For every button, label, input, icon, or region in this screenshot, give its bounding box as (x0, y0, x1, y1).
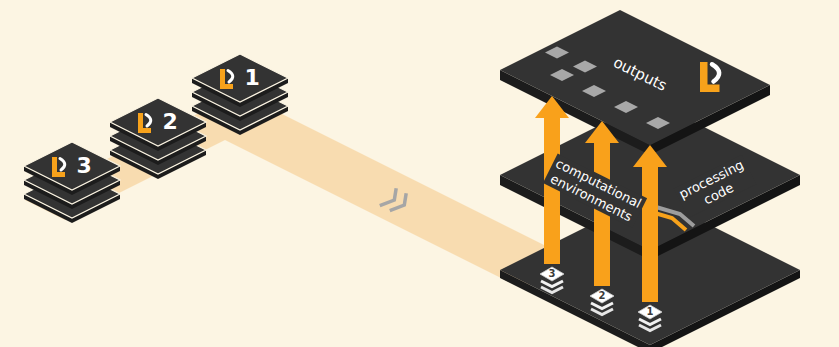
dataset-tile: 1 (243, 66, 262, 90)
flow-arrow (642, 167, 658, 302)
output-square (550, 69, 574, 81)
dataset-logo (220, 69, 233, 89)
outputs-slab (500, 10, 770, 145)
icon-layer (541, 281, 563, 287)
icon-layer (639, 319, 661, 325)
dataset-icon: 2 (589, 286, 615, 318)
outputs-logo (700, 62, 720, 92)
dataset-icon: 3 (539, 264, 565, 296)
icon-top (540, 267, 564, 281)
environment-layer: computational environments (543, 153, 647, 227)
layer-label: processing code (674, 154, 757, 218)
dataset-stack (110, 98, 206, 179)
dataset-number: 1 (637, 306, 663, 318)
icon-top (590, 289, 614, 303)
dataset-number: 2 (589, 290, 615, 302)
output-square (646, 117, 670, 129)
dataset-stack (192, 54, 288, 135)
output-square (614, 101, 638, 113)
dataset-tile: 2 (161, 110, 180, 134)
dataset-number: 1 (243, 66, 262, 90)
band-chevron (390, 193, 406, 210)
band-chevron (380, 188, 396, 205)
link-band (215, 98, 560, 290)
dataset-number: 3 (539, 268, 565, 280)
layer-label: outputs (610, 53, 669, 95)
dataset-logo (138, 113, 151, 133)
output-square (573, 61, 597, 73)
code-layer: processing code (674, 154, 757, 218)
dataset-stack (24, 142, 120, 223)
flow-arrow (544, 118, 560, 264)
dataset-number: 3 (75, 154, 94, 178)
icon-layer (591, 303, 613, 309)
layer-label: computational environments (543, 153, 647, 227)
dataset-number: 2 (161, 110, 180, 134)
dataset-icon: 1 (637, 302, 663, 334)
output-square (582, 85, 606, 97)
output-square (545, 47, 569, 59)
outputs-layer: outputs (500, 10, 770, 145)
icon-top (638, 305, 662, 319)
dataset-tile: 3 (75, 154, 94, 178)
dataset-logo (52, 157, 65, 177)
